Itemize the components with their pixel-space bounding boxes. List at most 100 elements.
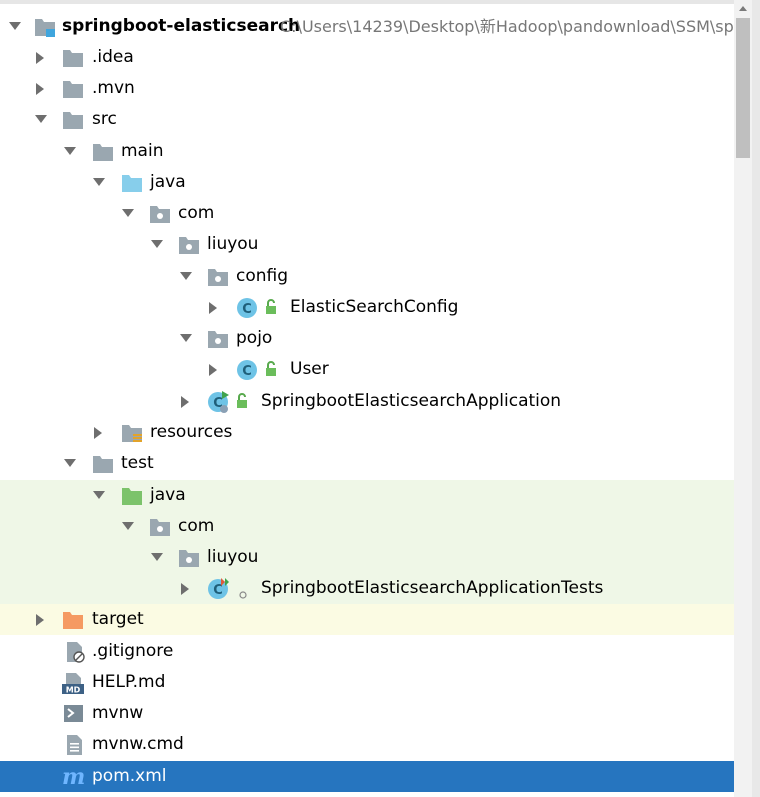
tree-item-label: User xyxy=(290,359,329,379)
svg-text:C: C xyxy=(213,583,223,598)
shell-script-icon xyxy=(63,703,85,725)
tree-row-pojo[interactable]: pojo xyxy=(0,323,734,354)
test-source-folder-icon xyxy=(121,485,143,507)
chevron-down-icon[interactable] xyxy=(90,167,108,198)
tree-item-label: test xyxy=(121,453,154,473)
tree-item-label: resources xyxy=(150,422,233,442)
chevron-down-icon[interactable] xyxy=(119,511,137,542)
svg-text:m: m xyxy=(62,766,85,788)
tree-row-help-md[interactable]: MD HELP.md xyxy=(0,667,734,698)
tree-row-project[interactable]: springboot-elasticsearch C:\Users\14239\… xyxy=(0,11,734,42)
folder-icon xyxy=(92,141,114,163)
package-icon xyxy=(149,203,171,225)
tree-row-main-com[interactable]: com xyxy=(0,198,734,229)
maven-file-icon: m xyxy=(61,766,85,788)
chevron-right-icon[interactable] xyxy=(90,417,108,448)
chevron-down-icon[interactable] xyxy=(177,261,195,292)
chevron-down-icon[interactable] xyxy=(61,136,79,167)
chevron-right-icon[interactable] xyxy=(32,604,50,635)
tree-item-label: SpringbootElasticsearchApplication xyxy=(261,391,562,411)
chevron-right-icon[interactable] xyxy=(32,73,50,104)
chevron-right-icon[interactable] xyxy=(32,42,50,73)
tree-item-label: mvnw xyxy=(92,703,144,723)
chevron-down-icon[interactable] xyxy=(177,323,195,354)
tree-item-label: liuyou xyxy=(207,547,259,567)
tree-item-label: ElasticSearchConfig xyxy=(290,297,459,317)
tree-row-application[interactable]: C SpringbootElasticsearchApplication xyxy=(0,386,734,417)
tree-row-main-java[interactable]: java xyxy=(0,167,734,198)
tree-row-elastic-config[interactable]: C ElasticSearchConfig xyxy=(0,292,734,323)
text-file-icon xyxy=(64,734,86,756)
chevron-down-icon[interactable] xyxy=(148,542,166,573)
svg-text:C: C xyxy=(213,396,223,411)
tree-row-target[interactable]: target xyxy=(0,604,734,635)
chevron-down-icon[interactable] xyxy=(90,480,108,511)
tree-item-label: pojo xyxy=(236,328,273,348)
folder-icon xyxy=(62,109,84,131)
test-class-icon: C xyxy=(207,578,229,600)
tree-item-label: HELP.md xyxy=(92,672,166,692)
chevron-down-icon[interactable] xyxy=(61,448,79,479)
tree-row-resources[interactable]: resources xyxy=(0,417,734,448)
tree-item-label: config xyxy=(236,266,289,286)
project-path: C:\Users\14239\Desktop\新Hadoop\pandownlo… xyxy=(280,17,734,36)
chevron-right-icon[interactable] xyxy=(177,573,195,604)
source-folder-icon xyxy=(121,172,143,194)
svg-text:C: C xyxy=(242,302,252,317)
folder-icon xyxy=(62,47,84,69)
class-icon: C xyxy=(236,297,258,319)
package-icon xyxy=(178,547,200,569)
tree-item-label: liuyou xyxy=(207,234,259,254)
tree-item-label: .idea xyxy=(92,47,134,67)
tree-row-gitignore[interactable]: .gitignore xyxy=(0,636,734,667)
tree-row-idea[interactable]: .idea xyxy=(0,42,734,73)
tree-item-label: .mvn xyxy=(92,78,135,98)
class-icon: C xyxy=(236,359,258,381)
chevron-right-icon[interactable] xyxy=(205,292,223,323)
scrollbar-thumb[interactable] xyxy=(736,18,750,158)
project-tree: springboot-elasticsearch C:\Users\14239\… xyxy=(0,0,734,792)
project-name: springboot-elasticsearch xyxy=(62,16,301,36)
folder-icon xyxy=(62,78,84,100)
tree-row-application-tests[interactable]: C SpringbootElasticsearchApplicationTest… xyxy=(0,573,734,604)
package-icon xyxy=(178,234,200,256)
chevron-down-icon[interactable] xyxy=(32,104,50,135)
markdown-file-icon: MD xyxy=(62,672,84,694)
tree-row-test-com[interactable]: com xyxy=(0,511,734,542)
tree-row-mvnw[interactable]: mvnw xyxy=(0,698,734,729)
scroll-up-arrow[interactable] xyxy=(734,0,752,16)
ignore-file-icon xyxy=(64,641,86,663)
svg-text:MD: MD xyxy=(66,686,81,695)
package-icon xyxy=(149,516,171,538)
chevron-down-icon[interactable] xyxy=(148,229,166,260)
tree-item-label: src xyxy=(92,109,117,129)
package-private-icon xyxy=(239,584,247,599)
tree-row-test-java[interactable]: java xyxy=(0,480,734,511)
tree-item-label: mvnw.cmd xyxy=(92,734,184,754)
tree-item-label: target xyxy=(92,609,144,629)
tree-row-main-liuyou[interactable]: liuyou xyxy=(0,229,734,260)
tree-item-label: main xyxy=(121,141,164,161)
tree-row-main[interactable]: main xyxy=(0,136,734,167)
tree-row-pom-xml[interactable]: m pom.xml xyxy=(0,761,734,792)
tree-item-label: java xyxy=(150,172,186,192)
tree-item-label: SpringbootElasticsearchApplicationTests xyxy=(261,578,604,598)
runnable-class-icon: C xyxy=(207,391,229,413)
header-strip xyxy=(0,0,734,4)
tree-row-mvn[interactable]: .mvn xyxy=(0,73,734,104)
tree-row-mvnw-cmd[interactable]: mvnw.cmd xyxy=(0,729,734,760)
tree-row-user[interactable]: C User xyxy=(0,354,734,385)
chevron-right-icon[interactable] xyxy=(177,386,195,417)
tree-item-label: pom.xml xyxy=(92,766,167,786)
lock-icon xyxy=(235,393,249,409)
chevron-right-icon[interactable] xyxy=(205,354,223,385)
tree-row-test[interactable]: test xyxy=(0,448,734,479)
folder-icon xyxy=(92,453,114,475)
tree-item-label: com xyxy=(178,516,215,536)
tree-row-test-liuyou[interactable]: liuyou xyxy=(0,542,734,573)
chevron-down-icon[interactable] xyxy=(119,198,137,229)
vertical-scrollbar[interactable] xyxy=(734,0,752,797)
tree-row-config[interactable]: config xyxy=(0,261,734,292)
tree-row-src[interactable]: src xyxy=(0,104,734,135)
chevron-down-icon[interactable] xyxy=(6,11,24,42)
